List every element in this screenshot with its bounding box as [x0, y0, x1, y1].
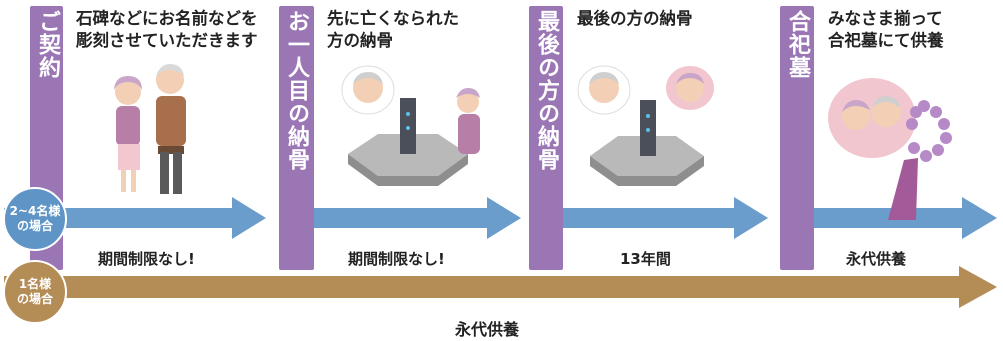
- stage-title-contract: ご契約: [35, 10, 60, 79]
- grave-illustration: [577, 65, 714, 186]
- grave-with-mourner-illustration: [341, 65, 480, 186]
- stage-band-first-interment: お一人目の納骨: [279, 6, 314, 270]
- single-person-arrow: [4, 266, 997, 308]
- stage-band-last-interment: 最後の方の納骨: [529, 6, 563, 270]
- single-person-badge: 1名様 の場合: [3, 260, 67, 324]
- stage-title-last-interment: 最後の方の納骨: [534, 10, 559, 171]
- stage-desc-first-interment: 先に亡くなられた 方の納骨: [327, 9, 459, 50]
- period-label-last-interment: 13年間: [620, 250, 671, 268]
- prayer-beads-illustration: [828, 78, 952, 220]
- multi-person-badge: 2~4名様 の場合: [3, 187, 67, 251]
- stage-band-joint-grave: 合祀墓: [780, 6, 814, 270]
- stage-title-joint-grave: 合祀墓: [785, 10, 810, 79]
- period-label-joint-grave: 永代供養: [846, 250, 907, 268]
- stage-title-first-interment: お一人目の納骨: [284, 10, 309, 171]
- period-label-first-interment: 期間制限なし!: [348, 250, 445, 268]
- elderly-couple-illustration: [114, 64, 186, 194]
- single-person-period-label: 永代供養: [455, 320, 520, 339]
- stage-desc-last-interment: 最後の方の納骨: [577, 9, 693, 28]
- period-label-contract: 期間制限なし!: [98, 250, 195, 268]
- stage-desc-joint-grave: みなさま揃って 合祀墓にて供養: [828, 9, 944, 50]
- stage-desc-contract: 石碑などにお名前などを 彫刻させていただきます: [76, 9, 258, 50]
